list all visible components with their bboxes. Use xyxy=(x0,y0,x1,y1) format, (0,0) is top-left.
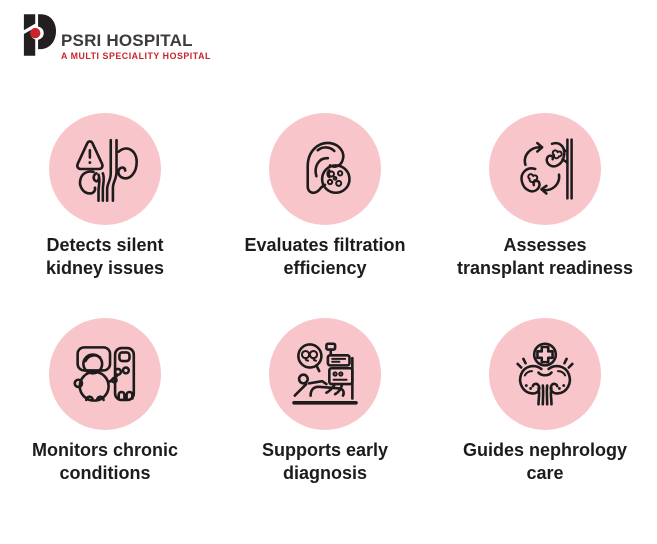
feature-label: Supports early diagnosis xyxy=(262,439,388,485)
kidneys-medical-cross-icon xyxy=(516,342,574,406)
feature-label-line: conditions xyxy=(59,463,151,483)
feature-label: Guides nephrology care xyxy=(463,439,627,485)
feature-label-line: Monitors chronic xyxy=(31,440,178,460)
kidney-filter-icon xyxy=(306,141,351,195)
kidney-warning-icon xyxy=(75,138,138,202)
feature-card-supports-early-diagnosis: Supports early diagnosis xyxy=(225,318,425,485)
features-grid: Detects silent kidney issues Evaluates f… xyxy=(5,113,645,485)
feature-label-line: care xyxy=(526,463,564,483)
feature-label: Detects silent kidney issues xyxy=(46,234,164,280)
feature-icon-circle xyxy=(49,318,161,430)
feature-card-monitors-chronic-conditions: Monitors chronic conditions xyxy=(5,318,205,485)
feature-card-detects-silent-kidney-issues: Detects silent kidney issues xyxy=(5,113,205,280)
feature-icon-circle xyxy=(489,113,601,225)
feature-label-line: Assesses xyxy=(503,235,587,255)
patient-dialysis-machine-icon xyxy=(73,346,136,402)
feature-icon-circle xyxy=(49,113,161,225)
feature-label-line: efficiency xyxy=(283,258,367,278)
feature-label-line: Supports early xyxy=(261,440,389,460)
feature-label: Monitors chronic conditions xyxy=(32,439,178,485)
logo-tagline: A MULTI SPECIALITY HOSPITAL xyxy=(61,51,211,62)
patient-examination-icon xyxy=(292,342,358,405)
logo-title: PSRI HOSPITAL xyxy=(61,31,193,51)
feature-icon-circle xyxy=(269,318,381,430)
feature-label-line: Detects silent xyxy=(46,235,164,255)
feature-label-line: diagnosis xyxy=(282,463,367,483)
hospital-logo: PSRI HOSPITAL A MULTI SPECIALITY HOSPITA… xyxy=(22,12,211,61)
feature-label: Evaluates filtration efficiency xyxy=(244,234,405,280)
feature-card-evaluates-filtration-efficiency: Evaluates filtration efficiency xyxy=(225,113,425,280)
feature-card-guides-nephrology-care: Guides nephrology care xyxy=(445,318,645,485)
feature-label: Assesses transplant readiness xyxy=(457,234,633,280)
logo-text-block: PSRI HOSPITAL A MULTI SPECIALITY HOSPITA… xyxy=(61,32,211,61)
kidney-exchange-icon xyxy=(520,138,573,200)
feature-icon-circle xyxy=(269,113,381,225)
feature-label-line: Evaluates filtration xyxy=(244,235,406,255)
feature-icon-circle xyxy=(489,318,601,430)
feature-label-line: transplant readiness xyxy=(456,258,634,278)
psri-logo-mark-icon xyxy=(23,14,56,56)
feature-label-line: kidney issues xyxy=(45,258,165,278)
feature-card-assesses-transplant-readiness: Assesses transplant readiness xyxy=(445,113,645,280)
feature-label-line: Guides nephrology xyxy=(462,440,627,460)
